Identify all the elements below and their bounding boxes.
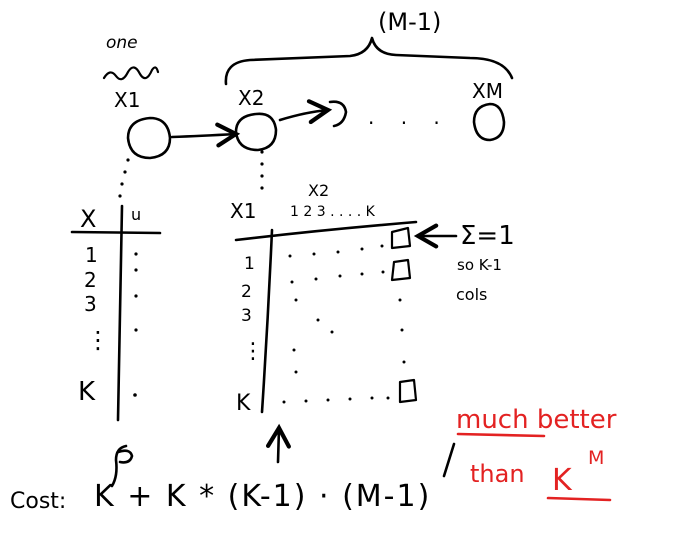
table2-header-rule — [234, 220, 418, 242]
table2-row: K — [236, 391, 251, 416]
red-line2: than — [470, 460, 525, 488]
partial-node — [328, 100, 348, 128]
note-sum: Σ=1 — [460, 221, 515, 251]
table2-cell-box — [398, 378, 418, 404]
table2-header-x2: X2 — [308, 181, 329, 200]
node-xm — [472, 102, 506, 142]
red-underline-1 — [456, 432, 546, 438]
red-underline-2 — [546, 496, 612, 502]
node-x1-label: X1 — [114, 88, 140, 112]
table1-row: 3 — [84, 292, 97, 316]
pointer-table2 — [265, 423, 291, 464]
chain-ellipsis: . . . — [368, 105, 450, 129]
table1-header-rule — [70, 230, 162, 235]
table2-column-labels: 1 2 3 . . . . K — [290, 204, 376, 220]
arrow-x1-x2 — [170, 122, 241, 148]
cost-pointers — [110, 423, 291, 488]
note-line1: so K-1 — [457, 256, 502, 274]
group-brace — [224, 36, 514, 86]
one-label: one — [106, 33, 138, 53]
normalization-note: Σ=1 so K-1 cols — [413, 221, 515, 304]
pointer-table1 — [110, 444, 128, 488]
arrow-x2-next — [278, 99, 333, 125]
red-separator-slash — [442, 442, 456, 478]
note-line2: cols — [456, 285, 487, 304]
red-line1: much better — [456, 405, 617, 435]
table1-header-x: X — [80, 205, 96, 233]
table1-row: 1 — [85, 243, 98, 267]
node-x2-label: X2 — [238, 86, 264, 110]
table-x-u: X u 1 2 3 ⋮ K — [70, 204, 162, 422]
table1-row: K — [78, 377, 96, 407]
one-squiggle — [102, 66, 160, 81]
cost-label: Cost: — [10, 489, 66, 514]
table1-column-rule — [116, 204, 124, 422]
node-x1 — [126, 116, 172, 160]
table-x1-x2: X1 X2 1 2 3 . . . . K 1 2 3 ⋮ K — [230, 181, 418, 416]
node-x2 — [234, 112, 278, 152]
cost-line: Cost: K + K * (K-1) · (M-1) — [10, 479, 431, 514]
table1-row: ⋮ — [86, 326, 110, 354]
table2-cell-box — [390, 258, 412, 282]
pointer-table1-hook — [116, 449, 134, 464]
table2-cell-box — [390, 226, 412, 250]
table1-row: 2 — [84, 268, 97, 292]
node-xm-label: XM — [472, 79, 503, 103]
table2-row: 3 — [241, 306, 252, 326]
table2-row-rule — [260, 228, 274, 414]
connectors — [118, 150, 264, 198]
group-label: (M-1) — [378, 8, 441, 36]
table2-header-x1: X1 — [230, 199, 256, 223]
top-chain: one (M-1) X1 X2 . . . XM — [102, 8, 514, 160]
cost-expression: K + K * (K-1) · (M-1) — [94, 479, 431, 514]
red-annotation: much better than K M — [442, 405, 617, 502]
red-exponent: M — [588, 447, 604, 469]
table2-row: 1 — [244, 254, 255, 274]
table1-header-u: u — [131, 205, 141, 224]
table2-row: 2 — [241, 282, 252, 302]
red-base: K — [552, 463, 573, 498]
table2-row: ⋮ — [242, 339, 264, 364]
